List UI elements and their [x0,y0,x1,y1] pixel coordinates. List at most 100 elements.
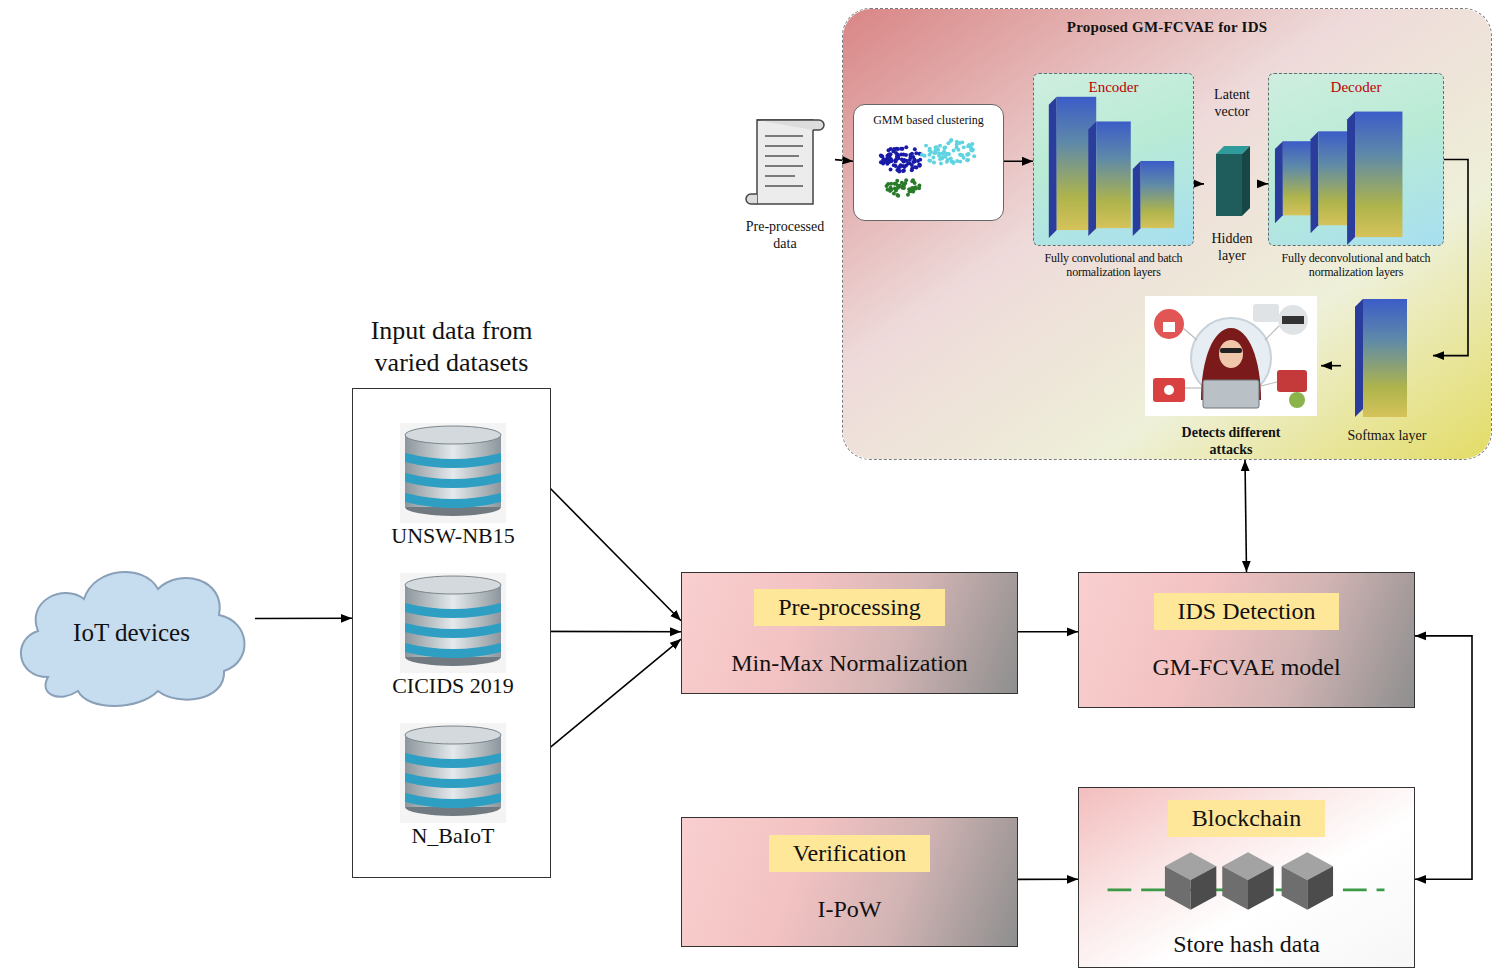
attacker-illustration-part [1282,316,1304,324]
decoder-title: Decoder [1331,74,1382,96]
scatter-dots-part [887,160,891,164]
scatter-dots-part [918,163,922,167]
scatter-dots-part [914,187,918,191]
attacker-illustration-part [1289,392,1305,408]
scatter-dots-part [942,146,946,150]
database-node: N_BaIoT [378,719,528,849]
attacker-illustration-part-part [1183,328,1197,340]
attack-node: Detects different attacks [1141,296,1321,458]
softmax-block-part [1355,299,1363,417]
panel-heading: Input data from varied datasets [353,315,550,379]
cloud-shape-part [21,572,245,706]
scatter-dots-part [900,157,904,161]
latent-block-part [1216,154,1242,216]
dataset-name: UNSW-NB15 [391,523,514,549]
connector-arrow [1260,183,1268,185]
document-icon-part-part [765,135,803,137]
attacker-illustration-part [1164,385,1174,395]
connector-arrow [1415,636,1472,879]
document-icon-part [746,194,757,204]
dataset-panel: Input data from varied datasets UNSW-NB1… [352,388,551,878]
decoder-layers-part [1347,112,1355,245]
scatter-dots-part [895,154,899,158]
attacker-illustration-part-part [1185,387,1201,388]
scatter-dots-part [932,151,936,155]
cube [1222,852,1273,909]
scatter-dots-part [937,151,941,155]
scatter-dots-part [939,162,943,166]
scatter-dots-part [898,165,902,169]
attacker-illustration-part [1154,309,1184,339]
layer-caption: Fully convolutional and batch normalizat… [1034,251,1193,279]
attacker-illustration-part-part [1261,382,1277,386]
database-icon-part [405,735,501,807]
scatter-dots-part [881,157,885,161]
encoder-layers-part [1133,161,1141,236]
scatter-dots-part [940,157,944,161]
box-title: IDS Detection [1154,593,1340,630]
encoder-title: Encoder [1089,74,1139,96]
scatter-dots-part [879,160,883,164]
connector-arrow [1245,460,1247,572]
process-box: VerificationI-PoW [681,817,1018,947]
scatter-dots-part [886,156,890,160]
encoder-box: EncoderFully convolutional and batch nor… [1033,73,1194,246]
attacker-illustration-part [1145,296,1317,416]
scatter-dots-part [896,194,900,198]
scatter-dots-part [902,169,906,173]
database-icon-part [405,493,501,508]
scatter-dots-part [906,193,910,197]
attacker-illustration-part [1277,370,1307,392]
attacker-illustration-part [1153,378,1185,402]
scatter-dots-part [958,141,962,145]
scatter-dots-part [965,153,969,157]
scatter-dots-part [893,182,897,186]
scatter-dots-part [904,178,908,182]
database-icon-part [405,623,501,638]
scatter-dots-part [945,160,949,164]
decoder-layers-part [1355,112,1402,238]
scatter-dots-part [949,138,953,142]
box-body: Store hash data [1173,929,1320,959]
scatter-dots-part [891,149,895,153]
document-icon-part-part [765,185,803,187]
database-icon-part [405,473,501,488]
scatter-dots-part [896,147,900,151]
scatter-dots-part [962,156,966,160]
box-title: Blockchain [1168,800,1325,837]
panel-ground [843,9,1491,459]
scatter-dots-part [902,183,906,187]
cloud-label: IoT devices [73,619,190,647]
attacker-illustration-part [1220,348,1242,353]
box-body: Min-Max Normalization [731,648,968,678]
database-icon-part [405,753,501,768]
decoder-layers-part [1275,141,1283,223]
scatter-dots-part [931,156,935,160]
process-box: Pre-processingMin-Max Normalization [681,572,1018,694]
scatter-dots-part [965,158,969,162]
scatter-dots-part [901,152,905,156]
cube-part [1191,866,1217,910]
layer-caption: Fully deconvolutional and batch normaliz… [1269,251,1443,279]
database-icon-part [405,726,501,744]
encoder-layers-part [1141,161,1175,228]
cube-part [1165,866,1191,910]
cube-part [1282,866,1308,910]
document-icon-part-part [765,165,803,167]
scatter-dots-part [966,153,970,157]
document-icon-part-part [765,145,803,147]
decoder-box: DecoderFully deconvolutional and batch n… [1268,73,1444,246]
attacker-illustration-part [1278,305,1308,335]
scatter-dots-part [928,149,932,153]
database-icon-part [405,603,501,618]
database-icon-part [400,723,506,823]
scatter-dots-part [924,144,928,148]
scatter-dots-part [916,159,920,163]
database-node: CICIDS 2019 [378,569,528,699]
blockchain-box: BlockchainStore hash data [1078,787,1415,968]
attacker-illustration-part-part [1265,326,1279,340]
hidden-label: Hidden layer [1204,230,1260,264]
softmax-block-part [1363,299,1407,417]
latent-block-part [1242,146,1250,216]
scatter-dots-part [911,189,915,193]
